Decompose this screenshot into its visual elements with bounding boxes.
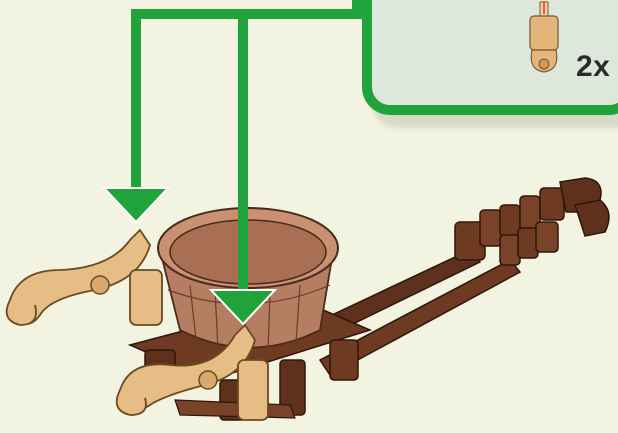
tan-runner-left [7,230,162,325]
placement-arrow-left [104,0,357,222]
tan-clip-bar-piece-icon [530,2,558,72]
quantity-label: 2x [576,50,610,84]
sleigh-cart-model-icon [7,178,609,420]
shaft-front-bars [455,178,609,265]
